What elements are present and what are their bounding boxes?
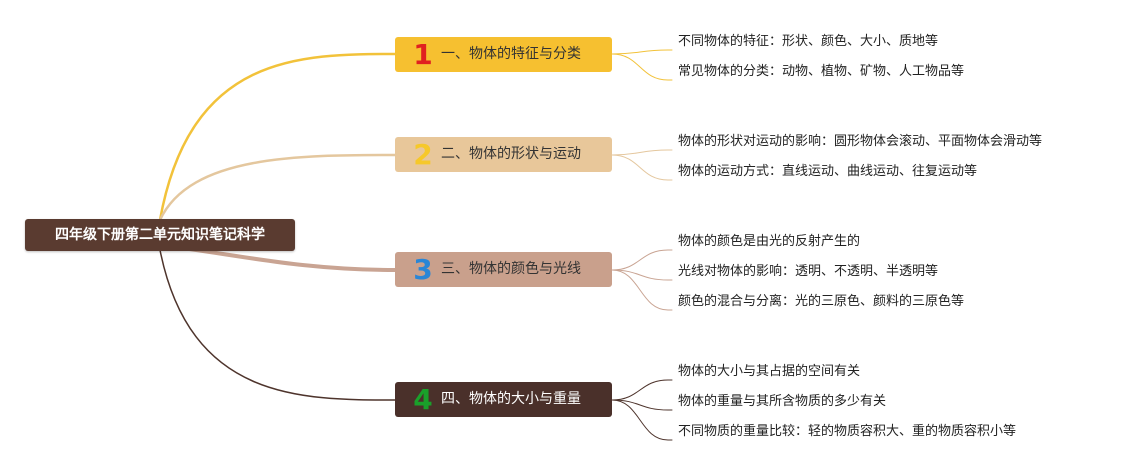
branch-1-connector (158, 52, 397, 222)
branch-1-label: 一、物体的特征与分类 (441, 46, 581, 62)
branch-4-number: 4 (413, 383, 433, 416)
leaf-4-1[interactable]: 物体的大小与其占据的空间有关 (678, 364, 861, 379)
leaf-1-1-connector (611, 49, 673, 55)
branch-1-number: 1 (413, 38, 433, 71)
leaf-3-1[interactable]: 物体的颜色是由光的反射产生的 (678, 234, 861, 249)
leaf-2-2-connector (611, 154, 673, 181)
leaf-4-1-connector (611, 379, 673, 401)
leaf-4-2-connector (611, 399, 673, 411)
leaf-3-1-connector (611, 249, 673, 271)
leaf-3-2-connector (611, 269, 673, 281)
leaf-3-2[interactable]: 光线对物体的影响：透明、不透明、半透明等 (678, 264, 939, 279)
central-topic[interactable]: 四年级下册第二单元知识笔记科学 (25, 219, 295, 251)
leaf-1-2-connector (611, 53, 673, 81)
leaf-4-3-connector (611, 399, 673, 441)
leaf-1-1[interactable]: 不同物体的特征：形状、颜色、大小、质地等 (678, 34, 939, 49)
branch-2-number: 2 (413, 138, 433, 171)
branch-2[interactable]: 2 二、物体的形状与运动 (395, 137, 612, 172)
leaf-3-3[interactable]: 颜色的混合与分离：光的三原色、颜料的三原色等 (678, 294, 965, 309)
leaf-1-2[interactable]: 常见物体的分类：动物、植物、矿物、人工物品等 (678, 64, 965, 79)
branch-3[interactable]: 3 三、物体的颜色与光线 (395, 252, 612, 287)
branch-3-label: 三、物体的颜色与光线 (441, 261, 581, 277)
branch-1[interactable]: 1 一、物体的特征与分类 (395, 37, 612, 72)
branch-4-label: 四、物体的大小与重量 (441, 391, 581, 407)
branch-2-connector (158, 153, 397, 222)
leaf-2-1-connector (611, 149, 673, 156)
branch-2-label: 二、物体的形状与运动 (441, 146, 581, 162)
leaf-4-2[interactable]: 物体的重量与其所含物质的多少有关 (678, 394, 887, 409)
branch-4-connector (159, 249, 396, 401)
branch-4[interactable]: 4 四、物体的大小与重量 (395, 382, 612, 417)
leaf-2-1[interactable]: 物体的形状对运动的影响：圆形物体会滚动、平面物体会滑动等 (678, 134, 1043, 149)
leaf-2-2[interactable]: 物体的运动方式：直线运动、曲线运动、往复运动等 (678, 164, 978, 179)
leaf-4-3[interactable]: 不同物质的重量比较：轻的物质容积大、重的物质容积小等 (678, 424, 1017, 439)
branch-3-number: 3 (413, 253, 433, 286)
leaf-3-3-connector (611, 269, 673, 311)
